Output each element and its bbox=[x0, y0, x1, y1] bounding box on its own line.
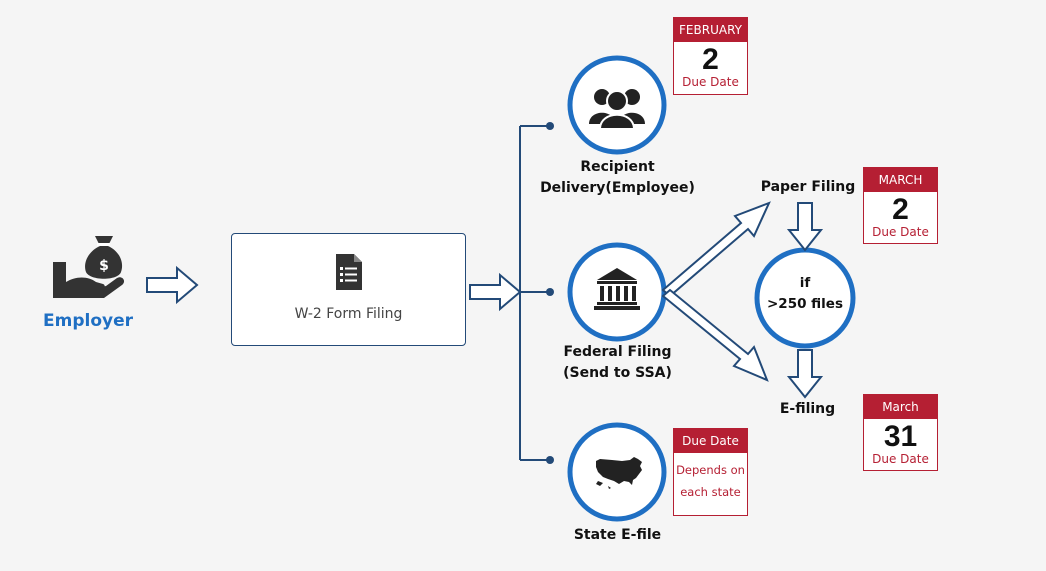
due-date-recipient: FEBRUARY 2 Due Date bbox=[673, 17, 748, 95]
employer-label-text: Employer bbox=[43, 311, 133, 331]
recipient-label: Recipient Delivery(Employee) bbox=[540, 157, 695, 199]
bracket-dot-recipient bbox=[546, 122, 554, 130]
bracket-dot-state bbox=[546, 456, 554, 464]
document-list-icon bbox=[334, 252, 364, 296]
due-date-efile-caption: Due Date bbox=[872, 452, 929, 466]
usa-map-icon bbox=[596, 457, 642, 489]
arrow-form-to-branches bbox=[469, 272, 522, 312]
due-date-state-line1: Depends on bbox=[676, 463, 745, 477]
recipient-label-line1: Recipient bbox=[580, 159, 655, 175]
due-date-paper: MARCH 2 Due Date bbox=[863, 167, 938, 244]
people-group-icon bbox=[589, 89, 645, 130]
condition-line2: >250 files bbox=[766, 296, 844, 312]
w2-form-label: W-2 Form Filing bbox=[294, 306, 403, 322]
due-date-state-line2: each state bbox=[680, 485, 741, 499]
due-date-paper-month: MARCH bbox=[864, 168, 937, 192]
svg-text:$: $ bbox=[99, 258, 109, 274]
arrow-federal-to-paper bbox=[661, 201, 771, 298]
due-date-efile: March 31 Due Date bbox=[863, 394, 938, 471]
due-date-recipient-day: 2 bbox=[702, 43, 719, 76]
federal-label: Federal Filing (Send to SSA) bbox=[545, 342, 690, 384]
due-date-recipient-month: FEBRUARY bbox=[674, 18, 747, 42]
government-building-icon bbox=[594, 268, 640, 310]
due-date-state-header: Due Date bbox=[674, 429, 747, 453]
due-date-state: Due Date Depends on each state bbox=[673, 428, 748, 516]
w2-form-card: W-2 Form Filing bbox=[231, 233, 466, 346]
due-date-paper-day: 2 bbox=[892, 193, 909, 226]
efiling-label: E-filing bbox=[765, 399, 850, 420]
condition-text: if >250 files bbox=[757, 273, 853, 315]
arrow-federal-to-efile bbox=[661, 288, 769, 382]
due-date-state-note: Depends on each state bbox=[674, 453, 747, 503]
condition-line1: if bbox=[799, 275, 811, 291]
due-date-paper-caption: Due Date bbox=[872, 225, 929, 239]
due-date-recipient-caption: Due Date bbox=[682, 75, 739, 89]
paper-filing-text: Paper Filing bbox=[760, 179, 856, 195]
arrow-employer-to-form bbox=[146, 265, 199, 305]
due-date-efile-month: March bbox=[864, 395, 937, 419]
paper-filing-label: Paper Filing bbox=[752, 177, 864, 198]
efiling-text: E-filing bbox=[779, 401, 836, 417]
arrow-condition-to-efile bbox=[786, 349, 824, 399]
state-label-line1: State E-file bbox=[573, 527, 662, 543]
employer-label: Employer bbox=[20, 311, 156, 332]
federal-label-line1: Federal Filing bbox=[563, 344, 672, 360]
federal-label-line2: (Send to SSA) bbox=[563, 365, 672, 381]
bracket-dot-federal bbox=[546, 288, 554, 296]
state-label: State E-file bbox=[550, 525, 685, 546]
money-bag-hand-icon: $ bbox=[53, 236, 125, 298]
arrow-paper-to-condition bbox=[786, 202, 824, 252]
due-date-efile-day: 31 bbox=[883, 420, 918, 453]
recipient-label-line2: Delivery(Employee) bbox=[540, 180, 695, 196]
branch-bracket bbox=[519, 125, 549, 461]
